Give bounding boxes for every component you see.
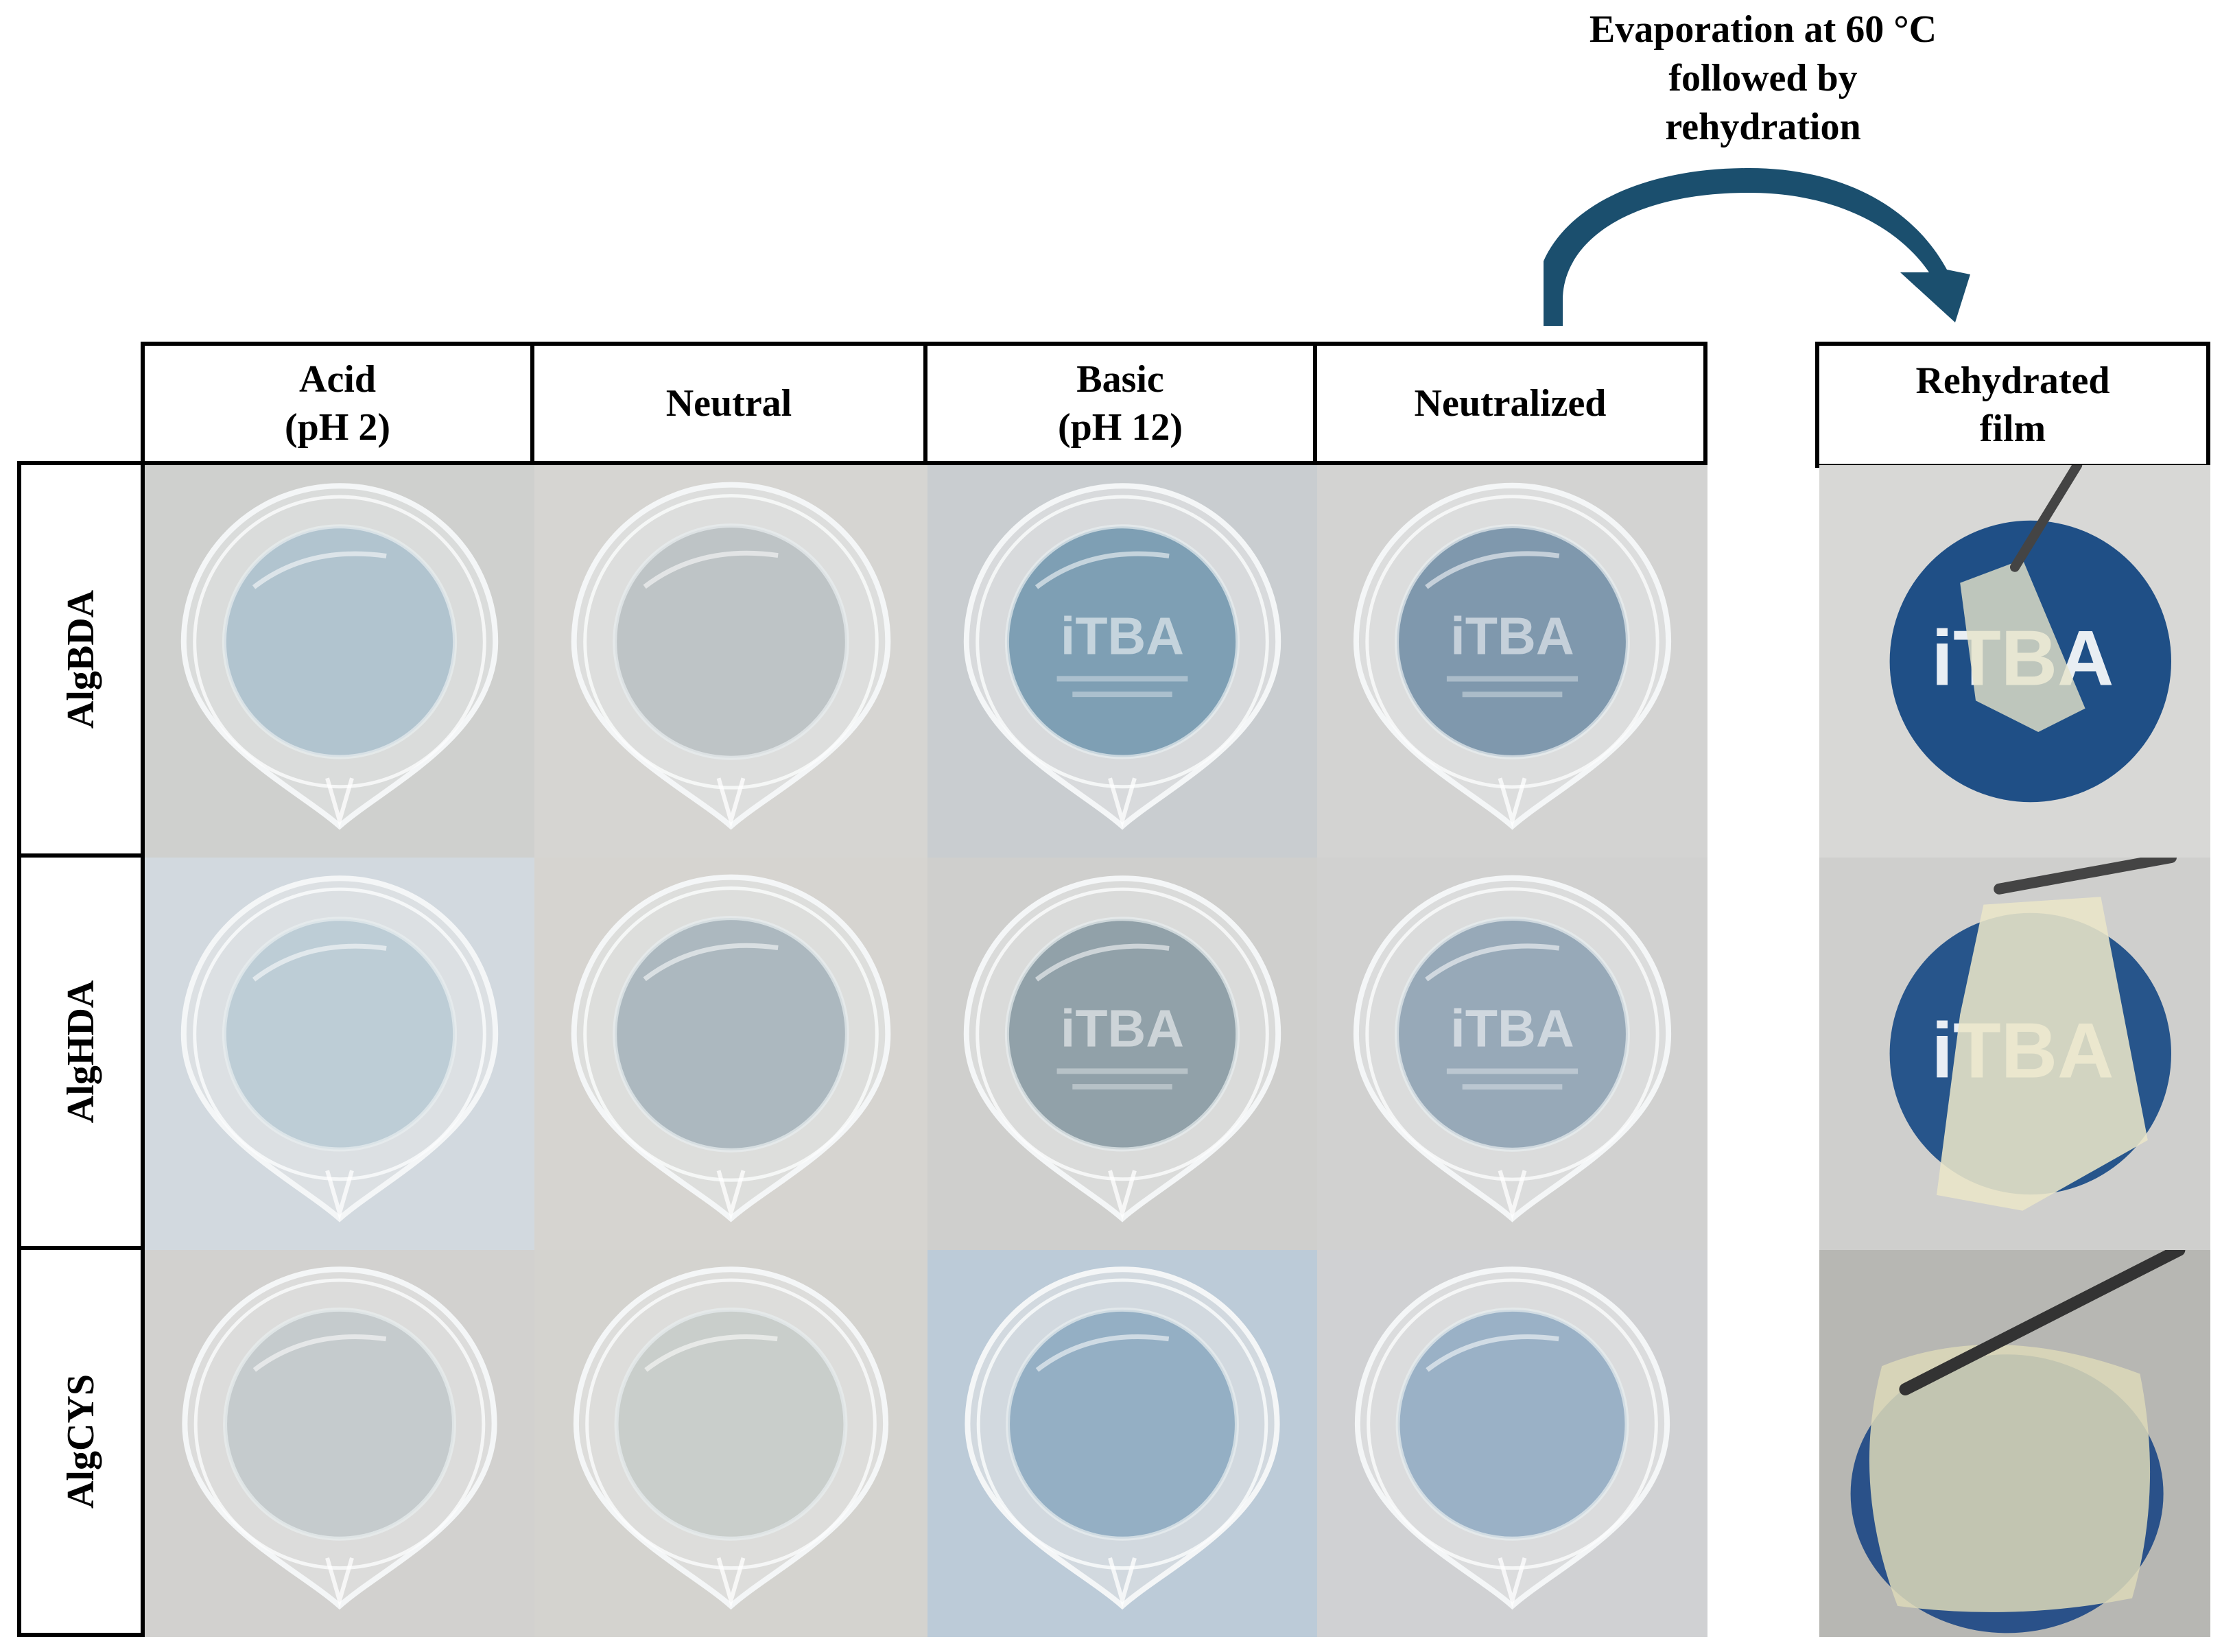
caption-line-3: rehydration [1665,106,1861,149]
photo-algcys-acid [145,1250,534,1637]
row-header-algbda: AlgBDA [17,461,145,858]
photo-algbda-rehydrated-film: iTBA [1819,465,2210,858]
curved-arrow-icon [1544,168,1970,326]
row-header-alghda: AlgHDA [17,853,145,1250]
column-header-rehydrated-film: Rehydrated film [1815,342,2210,468]
svg-text:iTBA: iTBA [1450,999,1574,1058]
row-header-algcys: AlgCYS [17,1246,145,1637]
photo-algbda-neutral [534,465,927,858]
column-header-neutral: Neutral [530,342,927,465]
column-header-basic: Basic (pH 12) [923,342,1317,465]
photo-alghda-basic: iTBA [927,858,1317,1250]
row-label-alghda: AlgHDA [60,980,103,1124]
photo-alghda-acid [145,858,534,1250]
photo-algbda-neutralized: iTBA [1317,465,1707,858]
photo-algcys-neutralized [1317,1250,1707,1637]
photo-algbda-acid [145,465,534,858]
photo-algbda-basic: iTBA [927,465,1317,858]
photo-alghda-neutral [534,858,927,1250]
caption-line-2: followed by [1668,57,1858,100]
row-label-algcys: AlgCYS [60,1373,102,1509]
photo-alghda-rehydrated-film: iTBA [1819,858,2210,1250]
arrow-body [1544,168,1970,326]
row-label-algbda: AlgBDA [60,589,103,729]
column-header-acid: Acid (pH 2) [141,342,534,465]
column-header-neutralized: Neutralized [1313,342,1707,465]
photo-alghda-neutralized: iTBA [1317,858,1707,1250]
svg-text:iTBA: iTBA [1061,999,1184,1058]
photo-algcys-rehydrated-film [1819,1250,2210,1637]
svg-text:iTBA: iTBA [1061,606,1184,665]
svg-text:iTBA: iTBA [1450,606,1574,665]
photo-algcys-basic [927,1250,1317,1637]
process-caption: Evaporation at 60 °C followed by rehydra… [1550,5,1976,152]
photo-algcys-neutral [534,1250,927,1637]
caption-line-1: Evaporation at 60 °C [1589,8,1937,51]
